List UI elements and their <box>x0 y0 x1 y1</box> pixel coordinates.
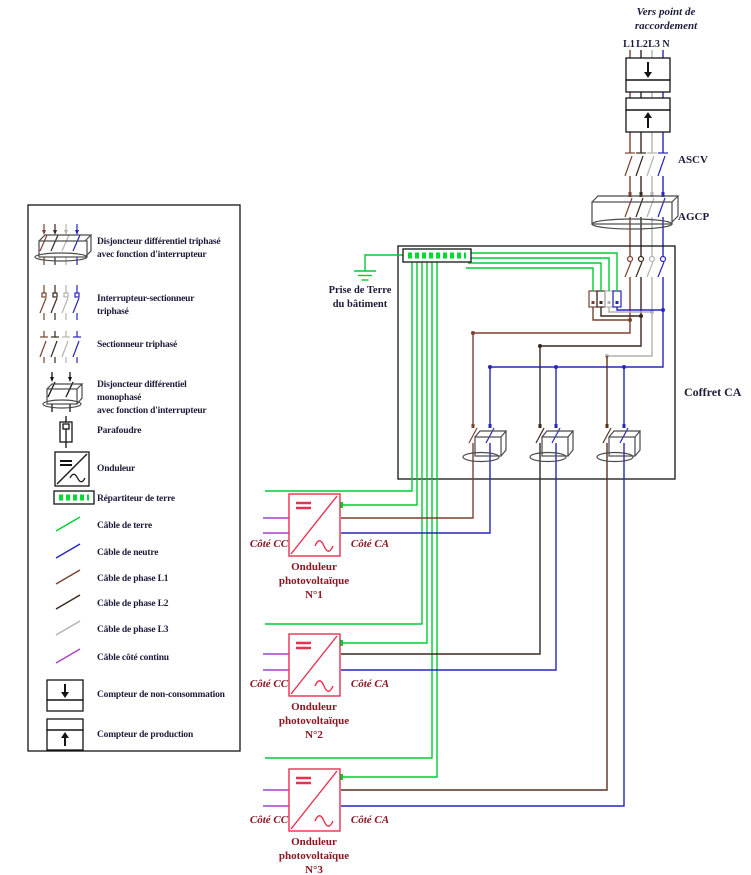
coffret-ca: Coffret CA <box>265 245 742 807</box>
inverter-3-cc-label: Côté CC <box>250 814 289 826</box>
ascv-l3 <box>646 152 657 192</box>
legend-label-5: Parafoudre <box>97 426 141 436</box>
ascv-label: ASCV <box>678 154 708 166</box>
mono-breaker-2 <box>341 346 575 671</box>
ascv-l2 <box>635 152 646 192</box>
inverter-2-ca-label: Côté CA <box>351 678 389 690</box>
mono-breaker-1 <box>341 333 508 534</box>
agcp-breaker: AGCP <box>591 192 709 256</box>
phase-label-n: N <box>662 39 670 50</box>
meter-nc-subbox <box>625 79 671 93</box>
inverter-3: Côté CC Côté CA Onduleur photovoltaïque … <box>250 768 389 875</box>
legend-label-14: Compteur de non-consommation <box>97 690 226 700</box>
legend-symbol-onduleur <box>54 451 90 487</box>
inverter-2-name-line1: Onduleur <box>291 701 337 713</box>
inverter-3-ca-label: Côté CA <box>351 814 389 826</box>
legend-label-2a: Interrupteur-sectionneur <box>97 294 195 304</box>
earth-symbol-icon <box>354 270 376 281</box>
inverter-1-name-line3: N°1 <box>305 589 323 601</box>
legend-label-10: Câble de phase L1 <box>97 574 169 584</box>
inverter-1-name-line1: Onduleur <box>291 561 337 573</box>
legend-label-11: Câble de phase L2 <box>97 599 169 609</box>
legend-label-1b: avec fonction d'interrupteur <box>97 250 207 260</box>
meter-prod-subbox <box>625 97 671 111</box>
legend-label-13: Câble côté continu <box>97 653 170 663</box>
legend-label-2b: triphasé <box>97 307 129 317</box>
mono-breaker-3 <box>341 356 642 807</box>
legend-label-7: Répartiteur de terre <box>97 494 175 504</box>
phase-label-l2: L2 <box>636 39 648 50</box>
inverter-3-name-line2: photovoltaïque <box>279 850 349 862</box>
coffret-ca-label: Coffret CA <box>684 385 742 399</box>
ascv-l1 <box>624 152 635 192</box>
inverter-2-name-line3: N°2 <box>305 729 323 741</box>
coffret-ca-box <box>397 245 676 480</box>
legend-label-12: Câble de phase L3 <box>97 625 169 635</box>
inverter-3-name-line3: N°3 <box>305 864 323 875</box>
legend-label-15: Compteur de production <box>97 730 194 740</box>
legend-symbol-compteur-nc <box>46 679 84 712</box>
building-earth-label-line1: Prise de Terre <box>329 285 392 296</box>
legend-label-1a: Disjoncteur différentiel triphasé <box>97 237 220 247</box>
meter-production <box>625 97 671 133</box>
earth-distribution-block: Prise de Terre du bâtiment <box>265 248 618 778</box>
legend-symbol-disjoncteur-triphase <box>34 224 93 265</box>
parafoudre-l2 <box>596 290 606 308</box>
parafoudre-n <box>612 290 622 308</box>
legend-label-3: Sectionneur triphasé <box>97 340 177 350</box>
inverter-3-name-line1: Onduleur <box>291 836 337 848</box>
ascv-switch: ASCV <box>624 152 708 192</box>
legend: Disjoncteur différentiel triphasé avec f… <box>27 204 241 752</box>
legend-label-4c: avec fonction d'interrupteur <box>97 406 207 416</box>
legend-symbol-cable-neutre <box>55 543 81 559</box>
phase-label-l1: L1 <box>623 39 635 50</box>
inverter-1-cc-label: Côté CC <box>250 538 289 550</box>
legend-label-4a: Disjoncteur différentiel <box>97 380 187 390</box>
building-earth-label-line2: du bâtiment <box>333 299 388 310</box>
legend-box <box>27 204 241 752</box>
parafoudre-l1 <box>588 290 598 308</box>
inverter-2-cc-label: Côté CC <box>250 678 289 690</box>
agcp-label: AGCP <box>678 211 709 223</box>
legend-symbol-cable-l1 <box>55 569 81 585</box>
dest-label-line2: raccordement <box>635 20 698 32</box>
legend-label-4b: monophasé <box>97 393 141 403</box>
legend-label-9: Câble de neutre <box>97 548 158 558</box>
grid-connection: Vers point de raccordement L1 L2 L3 N <box>591 6 709 256</box>
parafoudre-l3 <box>604 290 614 308</box>
legend-symbol-cable-terre <box>55 516 81 532</box>
inverter-1: Côté CC Côté CA Onduleur photovoltaïque … <box>250 493 389 601</box>
inverter-1-name-line2: photovoltaïque <box>279 575 349 587</box>
legend-symbol-compteur-prod <box>46 718 84 751</box>
legend-label-6: Onduleur <box>97 464 136 474</box>
legend-symbol-disjoncteur-monophase <box>42 372 84 412</box>
meter-wire-stubs <box>629 50 664 153</box>
legend-symbol-interrupteur-sectionneur <box>39 285 80 320</box>
inverter-2-name-line2: photovoltaïque <box>279 715 349 727</box>
legend-symbol-cable-l2 <box>55 594 81 610</box>
legend-symbol-parafoudre <box>59 416 73 448</box>
legend-label-8: Câble de terre <box>97 521 152 531</box>
phase-label-l3: L3 <box>648 39 660 50</box>
phase-sectionneur <box>624 255 667 278</box>
agcp-case <box>591 195 680 230</box>
phase-feeders <box>471 277 665 424</box>
legend-symbol-repartiteur <box>53 490 95 505</box>
inverter-1-ca-label: Côté CA <box>351 538 389 550</box>
dest-label-line1: Vers point de <box>637 6 696 18</box>
meter-non-consumption <box>625 57 671 93</box>
legend-symbol-cable-dc <box>55 648 81 664</box>
legend-symbol-sectionneur <box>39 331 81 363</box>
earth-busbar <box>402 248 472 263</box>
legend-symbol-cable-l3 <box>55 620 81 636</box>
meter-prod-box <box>625 109 671 133</box>
inverter-2: Côté CC Côté CA Onduleur photovoltaïque … <box>250 633 389 741</box>
ascv-n <box>657 152 668 192</box>
